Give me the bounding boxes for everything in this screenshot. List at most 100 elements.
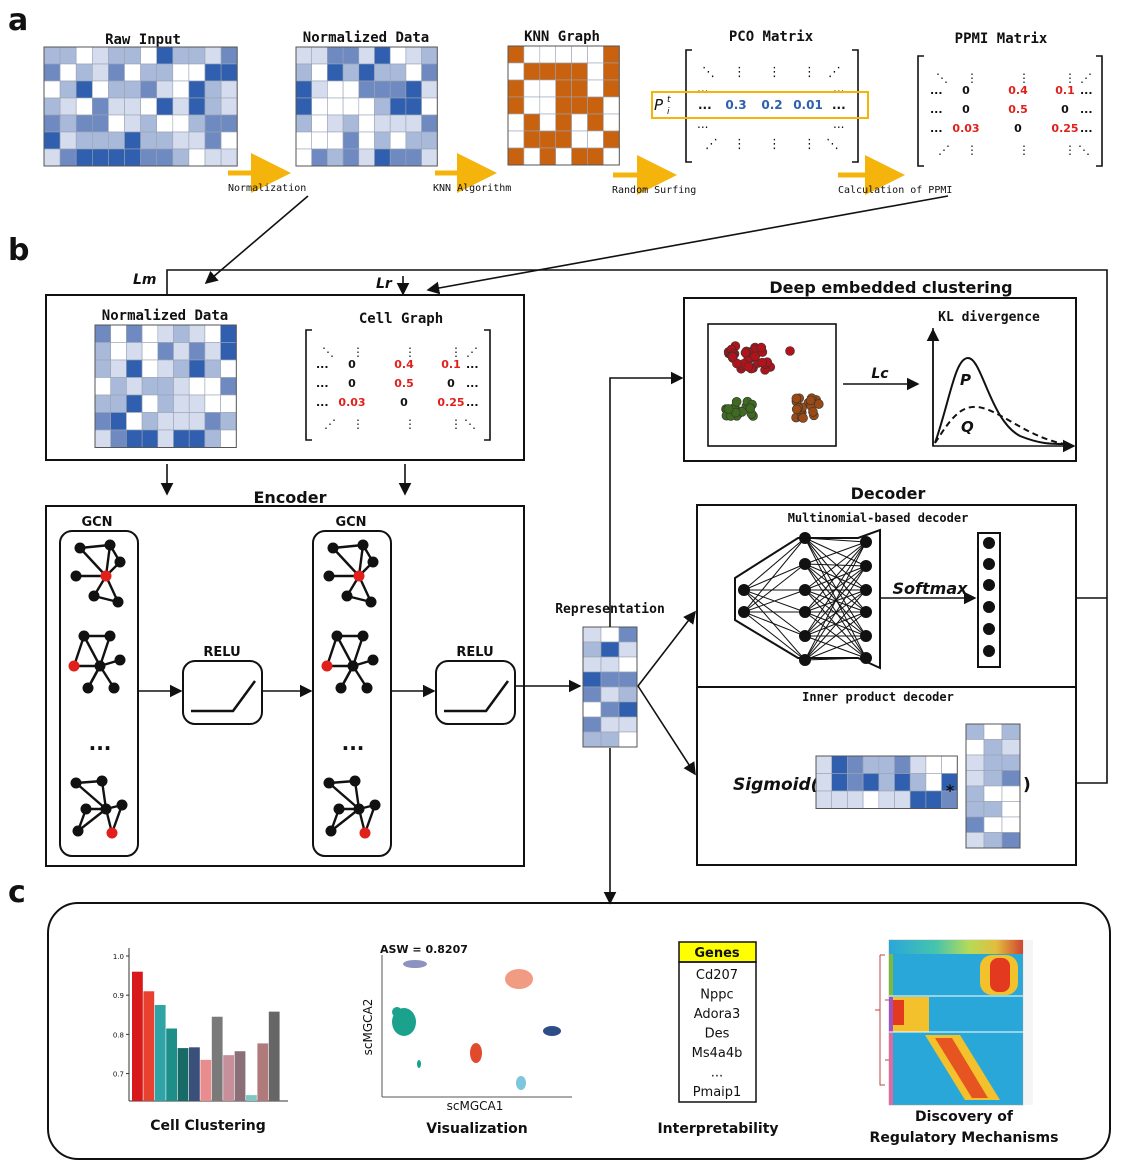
z-cell (862, 773, 880, 792)
network-node (860, 584, 872, 596)
raw-cell (172, 63, 190, 82)
graph-edge (77, 808, 107, 832)
raw-cell (124, 131, 141, 150)
ppmi-value: 0.1 (1055, 84, 1075, 97)
relu-curve-1 (191, 680, 257, 713)
raw-cell (172, 80, 190, 99)
graph-edge (330, 808, 360, 832)
bnorm-cell (126, 377, 143, 396)
network-node (860, 652, 872, 664)
cell-clustering-chart: 1.00.90.80.7 (113, 948, 288, 1102)
bnorm-cell (188, 359, 206, 378)
norm-cell (295, 131, 312, 150)
arrow-normalized-to-b (204, 195, 309, 285)
graph-node (88, 590, 100, 602)
knn-cell (587, 130, 604, 149)
rep-cell (618, 686, 638, 703)
relu-curve-2 (444, 680, 510, 713)
umap-cluster-4 (543, 1026, 561, 1036)
discovery-caption-1: Discovery of (915, 1109, 1014, 1125)
heatmap-band-3-core (935, 1038, 988, 1098)
pco-dots-d1: ⋱ (702, 65, 715, 80)
graph-node-center (68, 660, 80, 672)
raw-cell (43, 97, 61, 116)
bnorm-cell (110, 342, 127, 361)
graph-node (108, 682, 120, 694)
knn-cell (571, 79, 588, 98)
ppmi-value: 0 (1061, 103, 1069, 116)
z-cell (815, 790, 832, 809)
raw-cell (220, 114, 238, 133)
heatmap-band-1-core (990, 958, 1010, 992)
regulatory-heatmap (875, 939, 1033, 1106)
norm-cell (358, 63, 375, 82)
raw-cell (204, 131, 222, 150)
norm-cell (295, 63, 312, 82)
graph-node (70, 570, 82, 582)
knn-cell (587, 45, 604, 64)
q-label: Q (961, 418, 974, 436)
raw-cell (140, 131, 158, 150)
bar-tick-label: 1.0 (113, 953, 124, 961)
pco-row-sub: i (667, 107, 670, 117)
network-edge (804, 563, 867, 659)
raw-cell (172, 46, 190, 65)
knn-cell (507, 45, 525, 64)
raw-cell (43, 46, 61, 65)
raw-cell (92, 46, 109, 65)
rep-cell (618, 731, 638, 748)
norm-cell (421, 63, 438, 82)
network-edge (804, 563, 867, 613)
norm-cell (421, 114, 438, 133)
zt-cell (1001, 801, 1021, 818)
cluster-point (813, 399, 824, 409)
p-label: P (960, 371, 971, 389)
bnorm-cell (157, 342, 174, 361)
step-arrow-normalization: Normalization (228, 153, 306, 194)
knn-cell (539, 96, 556, 115)
bnorm-cell (126, 359, 143, 378)
raw-cell (75, 46, 93, 65)
ppmi-dots-h: ... (930, 122, 943, 135)
cluster-point (743, 361, 754, 372)
pco-dots-h3: ... (698, 98, 712, 112)
bnorm-cell (94, 394, 111, 413)
graph-node (367, 654, 379, 666)
pco-dots-h1: ... (697, 81, 708, 95)
discovery-caption-2: Regulatory Mechanisms (870, 1130, 1059, 1146)
z-cell (878, 755, 895, 774)
softmax-output-box (977, 532, 1001, 668)
network-node (799, 630, 811, 642)
bnorm-cell (141, 429, 159, 448)
zt-cell (983, 801, 1003, 818)
bnorm-cell (126, 394, 143, 413)
network-edge (804, 537, 867, 613)
input-box (45, 294, 525, 461)
norm-cell (421, 80, 438, 99)
bnorm-cell (141, 359, 159, 378)
bnorm-cell (188, 324, 206, 343)
z-cell (894, 773, 911, 792)
norm-cell (374, 131, 391, 150)
softmax-node (983, 645, 995, 657)
raw-cell (75, 114, 93, 133)
network-edge (804, 635, 867, 661)
norm-cell (405, 114, 422, 133)
graph-node (80, 803, 92, 815)
raw-cell (140, 46, 158, 65)
bnorm-cell (204, 359, 221, 378)
umap-cluster-7 (516, 1076, 526, 1090)
norm-cell (295, 46, 312, 65)
raw-cell (59, 97, 77, 116)
network-edge (743, 589, 806, 637)
normalized-data-title: Normalized Data (303, 30, 429, 46)
graph-node (327, 542, 339, 554)
knn-cell (603, 79, 620, 98)
z-cell (925, 773, 942, 792)
umap-cluster-3b (392, 1007, 402, 1017)
rep-cell (600, 731, 620, 748)
graph-node-center (359, 827, 371, 839)
raw-cell (156, 148, 174, 167)
inner-matrix-z (815, 755, 958, 809)
b-normalized-data-title: Normalized Data (102, 308, 228, 324)
